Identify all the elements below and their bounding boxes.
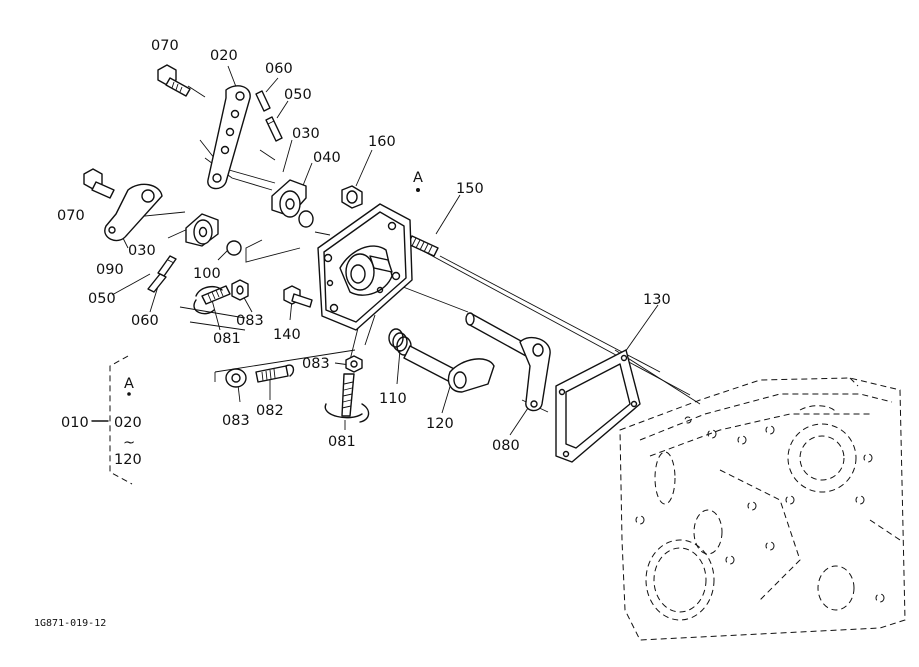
part-090-lever <box>104 183 163 242</box>
assembly-legend: 010 A 020 ~ 120 <box>61 376 142 468</box>
label-090: 090 <box>96 262 124 278</box>
label-070-left: 070 <box>57 208 85 224</box>
legend-from: 020 <box>114 415 142 431</box>
label-110: 110 <box>379 391 407 407</box>
label-050-left: 050 <box>88 291 116 307</box>
label-081-bottom: 081 <box>328 434 356 450</box>
label-160: 160 <box>368 134 396 150</box>
label-020: 020 <box>210 48 238 64</box>
part-120-shaft-lever <box>403 345 495 393</box>
label-140: 140 <box>273 327 301 343</box>
part-050-pin-top <box>265 116 283 142</box>
part-081-screw-bottom <box>324 373 370 423</box>
part-140-bolt <box>283 285 313 308</box>
label-120: 120 <box>426 416 454 432</box>
part-020-link-plate <box>207 85 251 190</box>
engine-block-outline <box>619 377 906 641</box>
legend-ref-a: A <box>124 376 134 392</box>
label-150: 150 <box>456 181 484 197</box>
label-083-left: 083 <box>236 313 264 329</box>
label-083-mid: 083 <box>302 356 330 372</box>
label-083-bottom: 083 <box>222 413 250 429</box>
part-060-pin-top <box>255 90 271 112</box>
label-130: 130 <box>643 292 671 308</box>
part-070-top-bolt <box>157 64 191 97</box>
part-083-washer-bottom <box>225 368 247 388</box>
label-060-left: 060 <box>131 313 159 329</box>
label-a: A <box>413 170 423 186</box>
part-083-nut-left <box>231 279 249 301</box>
part-100-o-ring <box>226 240 242 256</box>
label-070-top: 070 <box>151 38 179 54</box>
part-082-spring-screw <box>255 364 295 383</box>
label-040: 040 <box>313 150 341 166</box>
figure-code: 1G871-019-12 <box>34 618 106 629</box>
assembly-legend-bracket <box>91 355 133 485</box>
part-040-o-ring <box>298 210 314 228</box>
legend-tilde: ~ <box>123 435 135 451</box>
part-housing-body <box>317 203 413 331</box>
marker-a <box>416 188 420 192</box>
part-labels: 070 020 060 050 030 040 160 A 150 070 03… <box>57 38 671 454</box>
label-081-left: 081 <box>213 331 241 347</box>
part-150-stud <box>407 235 439 257</box>
part-030-lever-left <box>185 213 219 247</box>
label-080: 080 <box>492 438 520 454</box>
part-083-nut-mid <box>345 355 363 373</box>
label-060-top: 060 <box>265 61 293 77</box>
legend-to: 120 <box>114 452 142 468</box>
label-100: 100 <box>193 266 221 282</box>
part-050-pin-left <box>157 255 177 277</box>
label-050-top: 050 <box>284 87 312 103</box>
part-081-screw-left <box>193 285 231 315</box>
part-080-lever <box>465 312 551 412</box>
part-030-lever-top <box>271 179 307 218</box>
part-160-nut <box>341 185 363 209</box>
label-030-top: 030 <box>292 126 320 142</box>
legend-assembly-number: 010 <box>61 415 89 431</box>
label-030-left: 030 <box>128 243 156 259</box>
part-060-pin-left <box>147 273 167 293</box>
label-082: 082 <box>256 403 284 419</box>
part-070-left-bolt <box>83 168 115 199</box>
part-130-gasket <box>555 349 641 463</box>
